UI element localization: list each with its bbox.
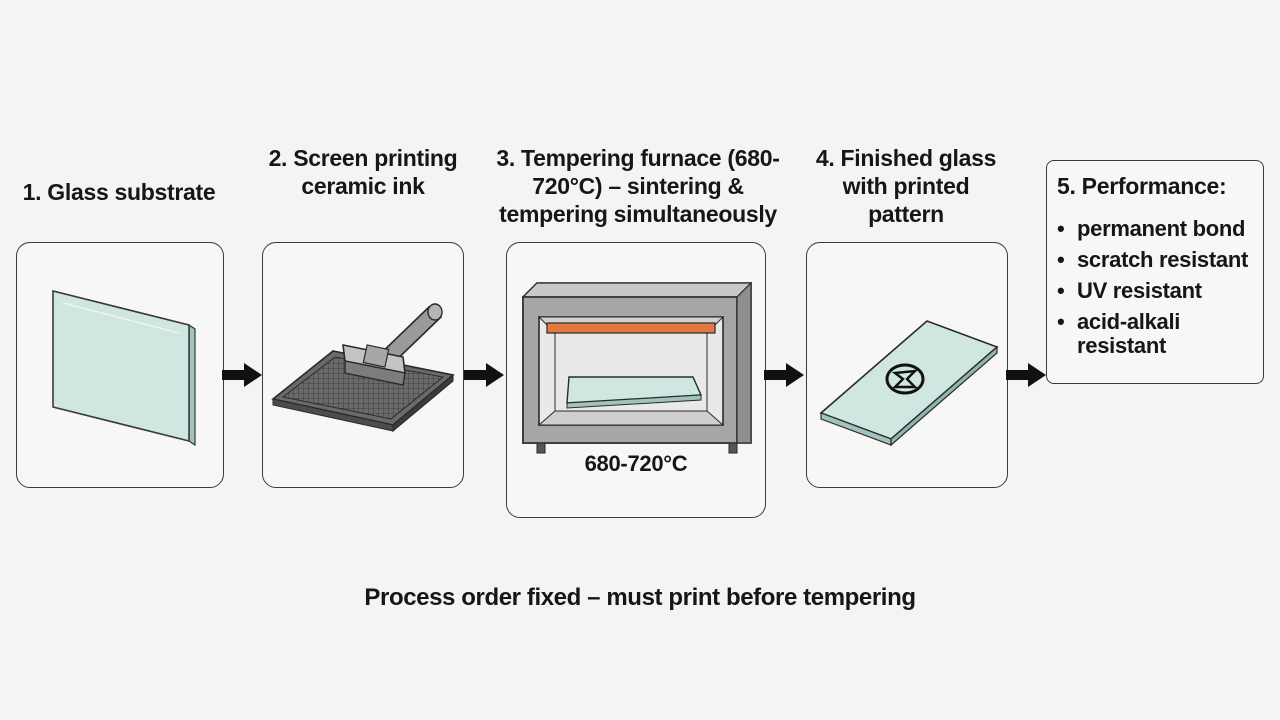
performance-title: 5. Performance: — [1057, 173, 1227, 199]
arrow-right-icon — [1006, 363, 1046, 387]
squeegee-screen-icon — [271, 303, 455, 433]
arrow-right-icon — [464, 363, 504, 387]
arrow-right-icon — [764, 363, 804, 387]
performance-list: •permanent bond •scratch resistant •UV r… — [1055, 217, 1261, 365]
performance-item: •UV resistant — [1057, 278, 1202, 303]
step-4-title: 4. Finished glass with printed pattern — [815, 145, 997, 227]
step-1-title: 1. Glass substrate — [22, 179, 216, 205]
performance-item: •permanent bond — [1057, 216, 1246, 241]
glass-substrate-panel — [16, 242, 224, 488]
step-2-title: 2. Screen printing ceramic ink — [268, 145, 458, 199]
furnace-temperature-label: 680-720°C — [584, 451, 688, 476]
performance-panel: 5. Performance: •permanent bond •scratch… — [1046, 160, 1264, 384]
furnace-icon — [521, 281, 753, 454]
glass-pane-icon — [52, 289, 196, 447]
step-3-title: 3. Tempering furnace (680-720°C) – sinte… — [496, 145, 780, 227]
arrow-right-icon — [222, 363, 262, 387]
printed-glass-icon — [819, 320, 999, 447]
process-order-note: Process order fixed – must print before … — [364, 584, 916, 611]
finished-glass-panel — [806, 242, 1008, 488]
screen-printing-panel — [262, 242, 464, 488]
performance-item: •acid-alkali resistant — [1057, 309, 1181, 358]
tempering-furnace-panel: 680-720°C — [506, 242, 766, 518]
performance-item: •scratch resistant — [1057, 247, 1248, 272]
